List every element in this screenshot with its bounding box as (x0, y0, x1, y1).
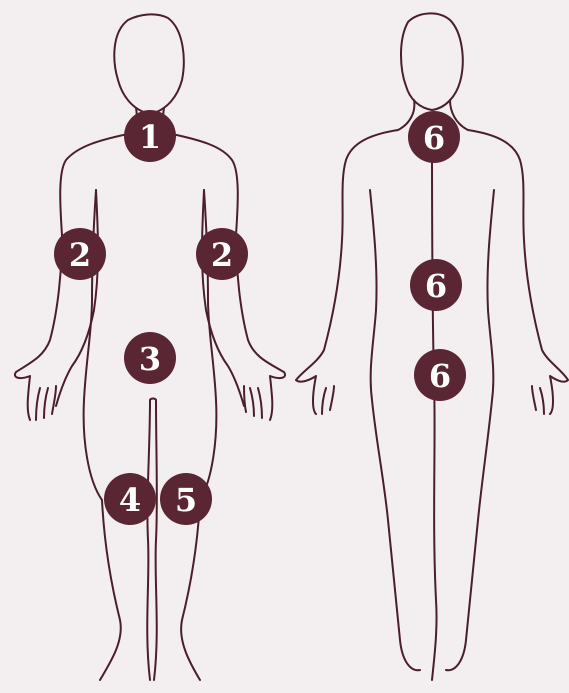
marker-6-buttock: 6 (414, 349, 466, 401)
marker-6-lower-back-label: 6 (425, 267, 447, 305)
marker-2-left: 2 (54, 228, 106, 280)
back-head-outline (401, 13, 463, 110)
marker-5-label: 5 (175, 481, 197, 519)
back-left-arm (296, 130, 398, 414)
marker-3: 3 (124, 332, 176, 384)
marker-5: 5 (160, 473, 212, 525)
marker-6-lower-back: 6 (410, 259, 462, 311)
marker-1: 1 (124, 110, 176, 162)
front-right-leg (154, 400, 200, 680)
marker-2-right: 2 (196, 228, 248, 280)
back-left-torso (370, 190, 420, 670)
marker-6-upper-back: 6 (408, 111, 460, 163)
back-right-arm (468, 130, 568, 414)
front-crotch (150, 399, 156, 401)
back-leg-divider (432, 380, 437, 680)
marker-6-buttock-label: 6 (429, 357, 451, 395)
front-head-outline (114, 14, 183, 114)
marker-6-upper-back-label: 6 (423, 119, 445, 157)
marker-3-label: 3 (139, 340, 161, 378)
marker-2-left-label: 2 (69, 236, 91, 274)
marker-2-right-label: 2 (211, 236, 233, 274)
back-right-torso (446, 190, 494, 670)
marker-4-label: 4 (119, 481, 141, 519)
front-left-leg (100, 400, 150, 680)
marker-4: 4 (104, 473, 156, 525)
marker-1-label: 1 (139, 118, 161, 156)
